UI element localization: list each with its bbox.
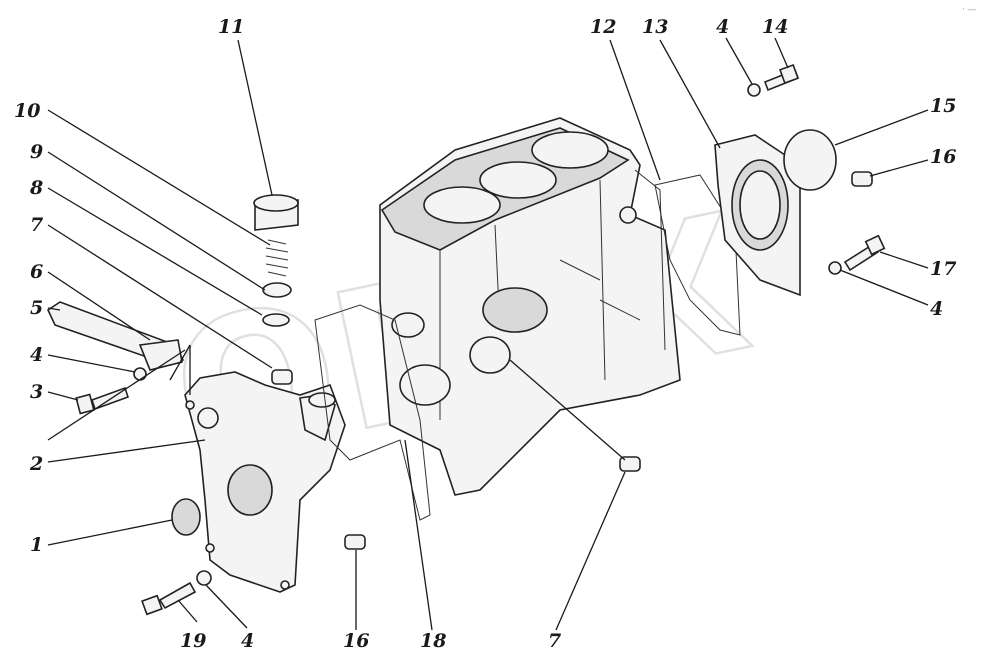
washer-4c — [828, 261, 842, 275]
washer-4a — [133, 367, 147, 381]
seal-ring — [783, 129, 837, 191]
callout-3: 3 — [30, 381, 43, 403]
washer-4d — [196, 570, 212, 586]
crankshaft-seal — [171, 498, 201, 536]
callout-14: 14 — [762, 16, 788, 38]
callout-18: 18 — [420, 630, 446, 652]
filler-cap-assembly — [253, 194, 299, 327]
callout-labels: 11 10 9 8 7 6 5 4 3 2 1 12 13 4 14 15 16… — [14, 16, 956, 652]
callout-2: 2 — [29, 453, 43, 475]
callout-9: 9 — [30, 141, 43, 163]
bolt-14 — [763, 64, 800, 92]
callout-7b: 7 — [548, 630, 561, 652]
dowel-16a — [851, 171, 873, 187]
washer-4b — [747, 83, 761, 97]
callout-7a: 7 — [30, 214, 43, 236]
cylinder-bore-3 — [531, 131, 609, 169]
dowel-16b — [344, 534, 366, 550]
corner-mark: · — — [962, 5, 977, 15]
cylinder-bore-1 — [423, 186, 501, 224]
callout-4d: 4 — [241, 630, 254, 652]
bracket-plate — [138, 339, 183, 371]
cylinder-block — [379, 117, 681, 496]
callout-16a: 16 — [930, 146, 956, 168]
callout-16b: 16 — [343, 630, 369, 652]
callout-8: 8 — [29, 177, 43, 199]
dowel-7b — [619, 456, 641, 472]
bolt-17 — [843, 234, 886, 272]
callout-19: 19 — [180, 630, 206, 652]
callout-17: 17 — [930, 258, 956, 280]
callout-5: 5 — [30, 297, 43, 319]
rear-seal-housing — [654, 134, 801, 336]
callout-6: 6 — [30, 261, 43, 283]
callout-4c: 4 — [930, 298, 943, 320]
callout-13: 13 — [642, 16, 668, 38]
callout-15: 15 — [930, 95, 956, 117]
callout-10: 10 — [14, 100, 40, 122]
callout-11: 11 — [218, 16, 244, 38]
leader-lines — [47, 37, 929, 631]
dowel-7a — [271, 369, 293, 385]
timing-gear-cover — [184, 371, 346, 593]
block-boss — [482, 287, 548, 333]
cover-gasket — [314, 304, 431, 521]
callout-4b: 4 — [716, 16, 729, 38]
cylinder-bore-2 — [479, 161, 557, 199]
callout-4a: 4 — [30, 344, 43, 366]
bolt-19 — [141, 581, 197, 616]
callout-1: 1 — [30, 534, 43, 556]
callout-12: 12 — [590, 16, 616, 38]
